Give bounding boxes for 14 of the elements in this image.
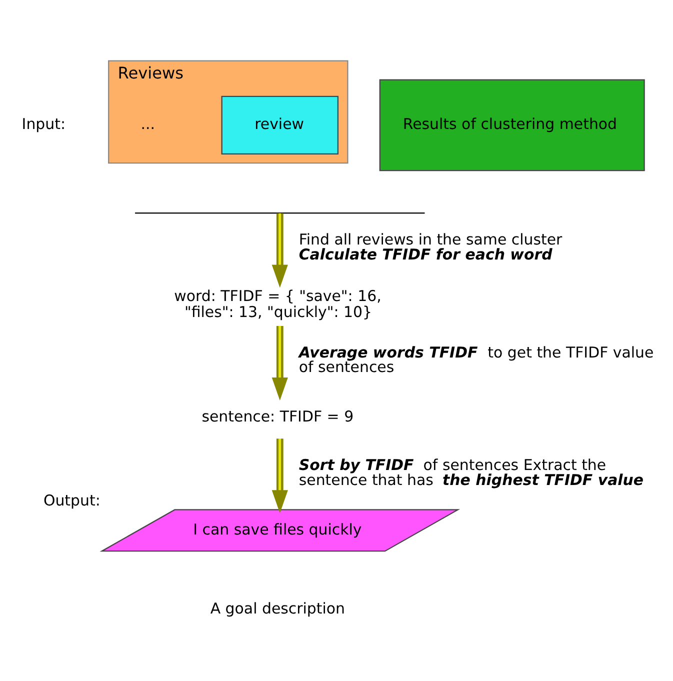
edge-label: Find all reviews in the same cluster Calculate TFIDF for each word — [298, 230, 562, 264]
node-box: Results of clustering method — [379, 78, 645, 171]
arrow — [272, 325, 288, 400]
node-box: review — [221, 95, 338, 154]
edge-label: Sort by TFIDF of sentences Extract the sentence that has the highest TFIDF value — [298, 455, 644, 488]
node-label: A goal description — [210, 599, 346, 618]
node-text: sentence: TFIDF = 9 — [202, 407, 354, 426]
node-label: Output: — [43, 491, 100, 510]
arrow — [272, 212, 288, 288]
arrow — [272, 438, 288, 513]
node-label: Input: — [22, 114, 66, 133]
edge-label: Average words TFIDF to get the TFIDF value of sentences — [298, 342, 654, 376]
node-text: word: TFIDF = { "save": 16, "files": 13, "quickly": 10} — [174, 286, 382, 321]
node-brace — [135, 212, 425, 214]
